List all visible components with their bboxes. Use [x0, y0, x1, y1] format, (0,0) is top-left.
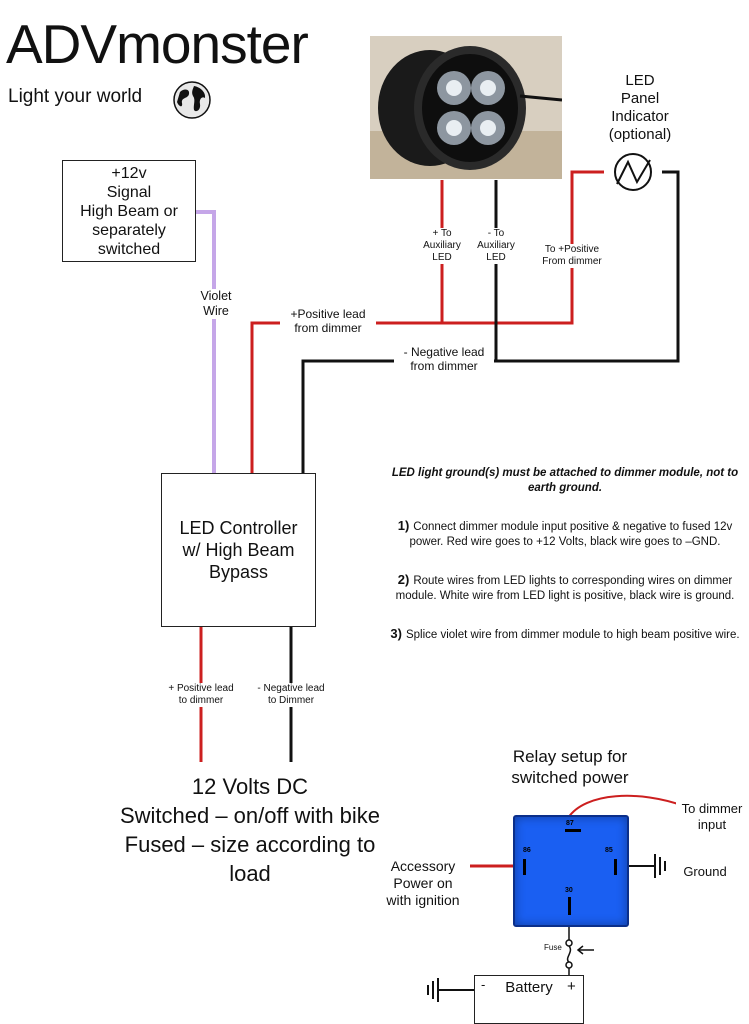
- positive-lead-line-2: from dimmer: [294, 321, 362, 336]
- step-1-number: 1): [397, 518, 410, 533]
- accessory-line-1: Accessory: [390, 858, 456, 874]
- indicator-line-3: Indicator: [611, 108, 669, 125]
- indicator-line-1: LED: [625, 72, 655, 89]
- battery-plus-terminal: +: [567, 978, 576, 995]
- power-line-4: load: [229, 861, 271, 886]
- instruction-step-1: 1)Connect dimmer module input positive &…: [385, 518, 745, 550]
- power-line-2: Switched – on/off with bike: [119, 803, 381, 828]
- step-3-text: Splice violet wire from dimmer module to…: [405, 629, 740, 641]
- battery: - Battery +: [474, 975, 584, 1024]
- accessory-line-3: with ignition: [386, 892, 460, 908]
- to-positive-from-dimmer-label: To +Positive From dimmer: [538, 244, 606, 268]
- ground-symbol-relay: [654, 854, 666, 878]
- relay-title-line-1: Relay setup for: [512, 747, 628, 766]
- neg-lead-to-dimmer-line-2: to Dimmer: [267, 695, 315, 706]
- relay-pin-30-terminal: [568, 897, 571, 915]
- to-dimmer-input-label: To dimmer input: [676, 801, 748, 833]
- signal-line-5: switched: [97, 240, 161, 258]
- neg-lead-to-dimmer-line-1: - Negative lead: [257, 683, 325, 694]
- plus-to-aux-line-3: LED: [432, 252, 452, 263]
- minus-to-aux-line-3: LED: [486, 252, 506, 263]
- indicator-line-2: Panel: [620, 90, 660, 107]
- to-dimmer-input-line-2: input: [697, 816, 727, 832]
- relay-pin-86-label: 86: [523, 847, 531, 854]
- relay-title: Relay setup for switched power: [480, 746, 660, 788]
- instruction-step-3: 3)Splice violet wire from dimmer module …: [385, 626, 745, 643]
- brand-title: ADVmonster: [6, 13, 309, 75]
- instructions: LED light ground(s) must be attached to …: [385, 466, 745, 665]
- minus-to-aux-line-1: - To: [487, 228, 505, 239]
- controller-line-3: Bypass: [208, 562, 269, 582]
- plus-to-aux-led-label: + To Auxiliary LED: [419, 228, 465, 264]
- relay: 87 86 85 30: [513, 815, 629, 927]
- signal-box: +12v Signal High Beam or separately swit…: [62, 160, 196, 262]
- step-2-text: Route wires from LED lights to correspon…: [395, 575, 735, 602]
- step-2-number: 2): [397, 572, 410, 587]
- positive-lead-line-1: +Positive lead: [290, 307, 366, 321]
- to-positive-line-2: From dimmer: [542, 256, 602, 267]
- step-3-number: 3): [390, 626, 402, 641]
- negative-lead-to-dimmer-label: - Negative lead to Dimmer: [250, 683, 332, 707]
- tagline: Light your world: [8, 86, 143, 107]
- plus-to-aux-line-2: Auxiliary: [423, 240, 461, 251]
- relay-pin-87-label: 87: [566, 820, 574, 827]
- ground-note: LED light ground(s) must be attached to …: [391, 467, 739, 494]
- ground-symbol-battery: [427, 978, 439, 1002]
- step-1-text: Connect dimmer module input positive & n…: [409, 521, 733, 548]
- relay-pin-30-label: 30: [565, 887, 573, 894]
- fuse-symbol: [565, 939, 594, 982]
- violet-wire-label-line-2: Wire: [203, 304, 229, 318]
- minus-to-aux-line-2: Auxiliary: [477, 240, 515, 251]
- fuse-label: Fuse: [544, 943, 562, 952]
- relay-pin-86-terminal: [523, 859, 526, 875]
- accessory-line-2: Power on: [393, 875, 453, 891]
- negative-lead-line-2: from dimmer: [410, 359, 478, 374]
- led-controller-box: LED Controller w/ High Beam Bypass: [161, 473, 316, 627]
- instruction-step-2: 2)Route wires from LED lights to corresp…: [385, 572, 745, 604]
- pos-lead-to-dimmer-line-2: to dimmer: [178, 695, 224, 706]
- controller-line-2: w/ High Beam: [182, 540, 295, 560]
- negative-lead-line-1: - Negative lead: [403, 345, 485, 359]
- relay-pin-87-terminal: [565, 829, 581, 832]
- power-line-3: Fused – size according to: [124, 832, 376, 857]
- violet-wire: [194, 210, 216, 473]
- battery-label: Battery: [505, 979, 553, 996]
- to-dimmer-input-line-1: To dimmer: [681, 801, 743, 816]
- negative-lead-from-dimmer-label: - Negative lead from dimmer: [394, 345, 494, 374]
- red-wire-to-dimmer-input: [567, 794, 685, 819]
- accessory-power-label: Accessory Power on with ignition: [376, 858, 470, 909]
- globe-icon: [173, 81, 211, 119]
- to-positive-line-1: To +Positive: [544, 244, 600, 255]
- relay-pin-85-label: 85: [605, 847, 613, 854]
- positive-lead-from-dimmer-label: +Positive lead from dimmer: [280, 307, 376, 336]
- black-wire-negative-from-dimmer: [301, 170, 680, 473]
- signal-line-4: separately: [92, 221, 166, 239]
- signal-line-1: +12v: [111, 164, 147, 182]
- relay-pin-85-terminal: [614, 859, 617, 875]
- positive-lead-to-dimmer-label: + Positive lead to dimmer: [160, 683, 242, 707]
- led-indicator-symbol: [614, 153, 652, 191]
- relay-title-line-2: switched power: [511, 768, 629, 787]
- led-panel-indicator-label: LED Panel Indicator (optional): [600, 72, 680, 144]
- minus-to-aux-led-label: - To Auxiliary LED: [473, 228, 519, 264]
- violet-wire-label-line-1: Violet: [200, 289, 232, 303]
- plus-to-aux-line-1: + To: [432, 228, 452, 239]
- auxiliary-led-lamp-image: [370, 36, 562, 179]
- pos-lead-to-dimmer-line-1: + Positive lead: [168, 683, 234, 694]
- violet-wire-label: Violet Wire: [194, 289, 238, 319]
- battery-minus-terminal: -: [481, 977, 486, 992]
- ground-label: Ground: [680, 864, 730, 880]
- power-line-1: 12 Volts DC: [191, 774, 309, 799]
- controller-line-1: LED Controller: [179, 518, 298, 538]
- signal-line-2: Signal: [106, 183, 152, 201]
- signal-line-3: High Beam or: [80, 202, 178, 220]
- red-wire-positive-from-dimmer: [250, 170, 604, 473]
- indicator-line-4: (optional): [608, 126, 672, 143]
- power-supply-label: 12 Volts DC Switched – on/off with bike …: [100, 772, 400, 888]
